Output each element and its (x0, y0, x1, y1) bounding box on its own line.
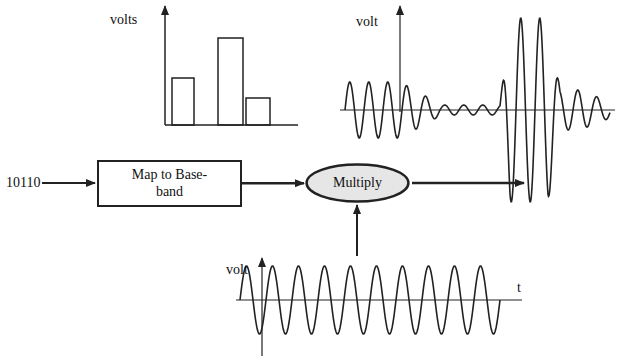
signal-arrow (242, 182, 304, 185)
operation-ellipse: Multiply (305, 163, 410, 203)
axis-label: volt (356, 14, 378, 29)
input-arrow (42, 182, 95, 184)
carrier-axes (236, 258, 522, 356)
carrier-arrow (356, 205, 358, 256)
node-label: Map to Base-band (131, 167, 209, 199)
axis-label: t (517, 280, 521, 295)
axis-label: volt (226, 262, 248, 277)
bit-sequence: 10110 (6, 175, 40, 190)
baseband-chart (165, 6, 298, 125)
node-label: Multiply (333, 175, 382, 191)
process-box: Map to Base-band (97, 160, 242, 207)
carrier-waveform (240, 266, 500, 334)
output-arrow (412, 182, 524, 185)
axis-label: volts (110, 12, 137, 27)
modulated-axes (340, 6, 615, 112)
